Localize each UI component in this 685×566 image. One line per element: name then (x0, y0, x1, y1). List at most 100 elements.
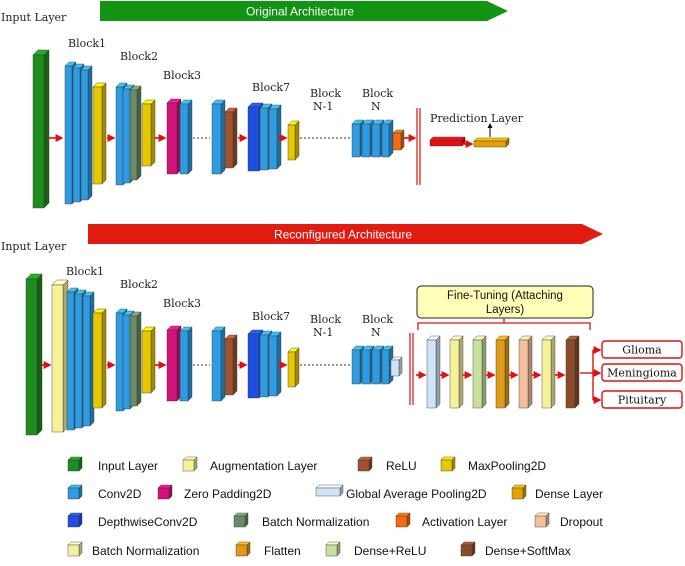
legend-swatch-activation-layer-10-front (395, 515, 408, 528)
bottom-blockn-conv2d-4-front (381, 349, 390, 385)
legend-swatch-global-average-pooling2d-6-top (315, 484, 344, 489)
bottom-block7-maxpool-front (287, 351, 296, 388)
top-block2-maxpool (141, 99, 156, 167)
legend-label: Dense Layer (535, 487, 603, 501)
bottom-ft-flatten (495, 335, 510, 409)
top-block7-conv2d-2 (268, 104, 282, 170)
original-banner-shape (100, 1, 508, 21)
legend-item-dense-relu-14: Dense+ReLU (325, 541, 426, 558)
original-banner-text: Original Architecture (246, 5, 354, 19)
input-layer-label-bottom: Input Layer (1, 240, 67, 253)
block-n-sub-label-top: N (371, 100, 381, 113)
top-block3-zeropad-front (166, 102, 178, 175)
legend-item-zero-padding2d-5: Zero Padding2D (157, 484, 272, 501)
bottom-augmentation-layer (51, 279, 69, 433)
bottom-block4-relu-front (224, 338, 234, 396)
bottom-ft-batchnorm (426, 335, 441, 409)
prediction-layer-label: Prediction Layer (430, 112, 524, 125)
block7-label-bottom: Block7 (252, 310, 290, 323)
bottom-ft-dropout (518, 335, 533, 409)
bottom-ft-dense-relu-yellow-side (458, 335, 464, 409)
legend-swatch-augmentation-layer-1-front (182, 459, 195, 472)
bottom-ft-dropout-side (527, 335, 533, 409)
legend-swatch-global-average-pooling2d-6-front (315, 487, 341, 497)
block-n-1-sub-label-top: N-1 (313, 100, 333, 113)
fine-tuning-line1: Fine-Tuning (Attaching (447, 290, 563, 302)
bottom-ft-dense-relu-side (481, 335, 487, 409)
legend-swatch-dense-softmax-15-front (460, 544, 473, 557)
legend-item-dense-softmax-15: Dense+SoftMax (460, 541, 571, 558)
legend-label: Dense+SoftMax (485, 544, 571, 558)
top-blockn-activation (392, 129, 405, 151)
legend-item-activation-layer-10: Activation Layer (395, 512, 507, 529)
legend-item-global-average-pooling2d-6: Global Average Pooling2D (315, 484, 487, 501)
legend-item-maxpooling2d-3: MaxPooling2D (440, 456, 546, 473)
top-block1-conv2d-3-side (87, 65, 93, 201)
legend-swatch-depthwiseconv2d-8-front (67, 515, 80, 528)
bottom-block2-maxpool-side (150, 326, 156, 394)
output-class-box (601, 390, 683, 409)
legend-item-dense-layer-7: Dense Layer (511, 484, 603, 501)
legend-label: Activation Layer (422, 515, 507, 529)
legend-swatch-dropout-11-front (534, 515, 547, 528)
bottom-ft-batchnorm-2-side (550, 335, 556, 409)
output-class-box (601, 363, 683, 382)
block2-label-top: Block2 (120, 50, 158, 63)
top-block1-conv2d-2-front (72, 67, 81, 203)
top-block2-conv2d-2-front (122, 88, 131, 184)
bottom-block7-depthwise-front (247, 333, 260, 399)
bottom-block1-conv2d-3 (82, 291, 95, 427)
legend-swatch-dense-layer-7 (511, 484, 527, 500)
output-class-meningioma: Meningioma (601, 363, 683, 382)
legend-label: Augmentation Layer (210, 459, 317, 473)
bottom-block4-conv2d-side (220, 326, 226, 402)
bottom-ft-flatten-side (504, 335, 510, 409)
top-blockn-conv2d-4 (381, 119, 394, 158)
legend-label: MaxPooling2D (468, 459, 546, 473)
legend-swatch-augmentation-layer-1 (182, 456, 198, 472)
top-block4-conv2d (211, 99, 226, 175)
reconfigured-architecture-banner: Reconfigured Architecture (88, 224, 603, 244)
bottom-block1-maxpool-side (101, 308, 107, 409)
legend-swatch-conv2d-4 (67, 484, 83, 500)
legend-item-depthwiseconv2d-8: DepthwiseConv2D (67, 512, 198, 529)
legend-label: Batch Normalization (262, 515, 369, 529)
bottom-block4-conv2d (211, 326, 226, 402)
top-block1-maxpool (92, 82, 107, 185)
legend-label: Dropout (560, 515, 603, 529)
top-block3-conv2d (179, 99, 193, 175)
output-class-pituitary: Pituitary (601, 390, 683, 409)
top-block7-conv2d-1-front (259, 107, 269, 171)
block7-label-top: Block7 (252, 81, 290, 94)
bottom-block2-batchnorm-front (129, 315, 138, 407)
top-block4-relu-front (224, 111, 234, 169)
legend-label: Batch Normalization (92, 544, 199, 558)
bottom-block1-maxpool-front (92, 312, 103, 409)
legend-swatch-batch-normalization-9-front (233, 515, 246, 528)
bottom-block3-zeropad-front (166, 329, 178, 402)
legend-swatch-input-layer-0 (67, 456, 83, 472)
bottom-block2-maxpool-front (141, 330, 152, 394)
output-class-label: Meningioma (607, 367, 677, 380)
legend-swatch-dropout-11 (534, 512, 550, 528)
top-prediction-dense-orange (473, 137, 510, 148)
legend-item-batch-normalization-12: Batch Normalization (67, 541, 199, 558)
bottom-blockn-conv2d-3-front (371, 349, 381, 385)
legend-item-input-layer-0: Input Layer (67, 456, 158, 473)
bottom-block2-conv2d-1-front (115, 312, 124, 412)
output-class-glioma: Glioma (601, 340, 683, 359)
top-block7-conv2d-2-side (276, 104, 282, 170)
bottom-block7-conv2d-2 (268, 331, 282, 397)
top-block2-conv2d-1-front (115, 86, 124, 186)
block-n-1-label-bottom: Block (310, 313, 341, 326)
legend-label: Flatten (264, 544, 301, 558)
bottom-ft-batchnorm-side (435, 335, 441, 409)
top-block7-maxpool-front (287, 124, 296, 161)
legend-item-dropout-11: Dropout (534, 512, 603, 529)
reconfigured-banner-shape (88, 224, 603, 244)
top-input-layer-side (43, 49, 50, 209)
layer-stack (25, 49, 580, 436)
